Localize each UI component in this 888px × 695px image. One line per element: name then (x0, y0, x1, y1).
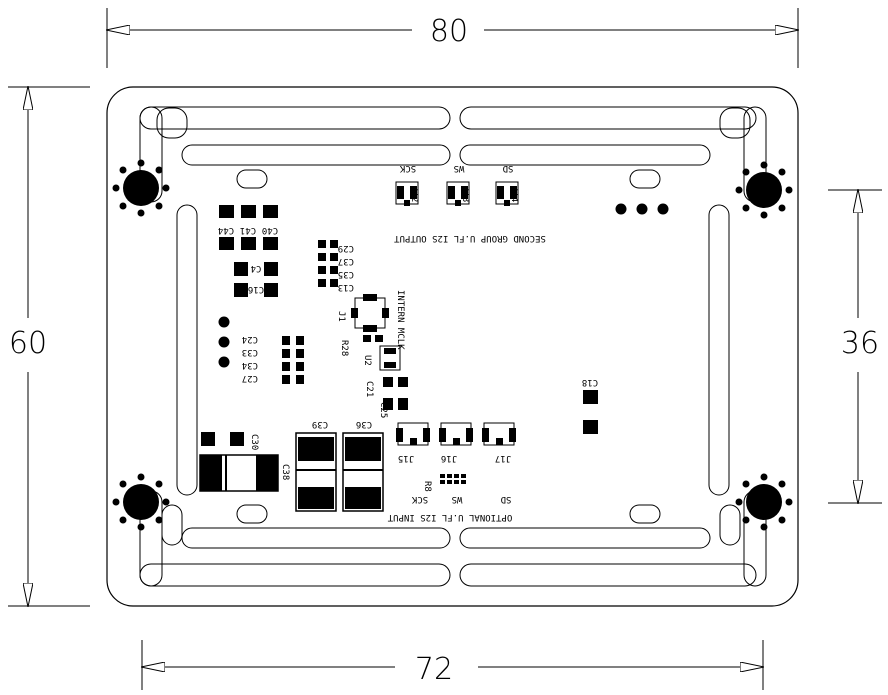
mount-hole-top-left (112, 159, 170, 217)
c18-label: C18 (582, 377, 598, 387)
connector-j14: J14 SD (495, 163, 519, 206)
mount-hole-bottom-left (112, 473, 170, 531)
j12-label: J12 (409, 186, 419, 202)
connector-j16: J16 (439, 422, 473, 463)
bottom-label-sck: SCK (411, 494, 428, 504)
dimension-bottom-label: 72 (415, 652, 453, 687)
j13-label: J13 (460, 186, 470, 202)
via-dot (615, 203, 627, 215)
j14-label: J14 (509, 186, 519, 202)
c38-label: C38 (280, 464, 290, 480)
u2-label: U2 (362, 355, 372, 366)
c39-label: C39 (312, 419, 328, 429)
c39: C39 (295, 419, 337, 512)
via-dot (636, 203, 648, 215)
connector-j12: J12 SCK (395, 163, 419, 206)
dimension-top-label: 80 (430, 14, 468, 49)
board-outline (106, 86, 799, 607)
caps-right-column: C29 C37 C35 C13 (318, 240, 354, 292)
intern-mclk-label: INTERN MCLK (395, 290, 405, 350)
c25-label: C25 (378, 402, 388, 418)
mount-hole-bottom-right (735, 473, 793, 531)
r28-label: R28 (339, 340, 349, 356)
r8: R8 (422, 474, 466, 492)
connector-j13: J13 WS (446, 163, 470, 206)
connector-j17: J17 (482, 422, 516, 463)
optional-input-title: OPTIONAL U.FL I2S INPUT (387, 512, 512, 522)
j16-label: J16 (441, 453, 457, 463)
mclk-area: J1 INTERN MCLK R28 U2 C21 C25 (336, 290, 408, 418)
mount-hole-top-right (735, 161, 793, 219)
j15-label: J15 (398, 453, 414, 463)
input-connectors: J15 J16 J17 (396, 422, 516, 463)
c30-label: C30 (249, 434, 259, 450)
c4-label: C4 (251, 263, 262, 273)
c34-label: C34 (242, 360, 258, 370)
caps-pair: C4 C16 (234, 262, 278, 297)
via-dot (657, 203, 669, 215)
c41-label: C41 (240, 225, 256, 235)
c33-label: C33 (242, 347, 258, 357)
c38: C38 (199, 454, 290, 492)
second-group-title: SECOND GROUP U.FL I2S OUTPUT (394, 233, 546, 243)
c36: C36 (342, 419, 384, 512)
dimension-left (8, 87, 90, 606)
top-label-sd: SD (503, 163, 514, 173)
c27-label: C27 (242, 373, 258, 383)
bottom-label-ws: WS (452, 494, 463, 504)
j1-label: J1 (336, 311, 346, 322)
dimension-right (828, 190, 882, 503)
c44-label: C44 (218, 225, 234, 235)
output-connectors: J12 SCK J13 WS J14 SD (395, 163, 519, 206)
caps-left-column: C24 C33 C34 C27 (242, 334, 304, 384)
dimension-top (107, 8, 798, 68)
top-label-ws: WS (454, 163, 465, 173)
c40-label: C40 (262, 225, 278, 235)
dimension-right-label: 36 (841, 326, 879, 361)
dimension-bottom (142, 640, 763, 690)
c24-label: C24 (242, 334, 258, 344)
c13-label: C13 (338, 282, 354, 292)
j17-label: J17 (495, 453, 511, 463)
bottom-label-sd: SD (501, 494, 512, 504)
r8-label: R8 (422, 481, 432, 492)
c16-label: C16 (248, 284, 264, 294)
dimension-left-label: 60 (9, 326, 47, 361)
top-label-sck: SCK (399, 163, 416, 173)
c35-label: C35 (338, 269, 354, 279)
c37-label: C37 (338, 256, 354, 266)
via-dot (218, 316, 230, 328)
c18: C18 (582, 377, 598, 434)
c36-label: C36 (356, 419, 372, 429)
c29-label: C29 (338, 243, 354, 253)
routing-slots (139, 106, 767, 587)
c30: C30 (201, 432, 259, 450)
cap-row-top: C44 C41 C40 (218, 205, 278, 250)
via-dot (218, 356, 230, 368)
via-dot (218, 336, 230, 348)
mounting-holes (112, 159, 793, 531)
connector-j15: J15 (396, 422, 430, 463)
c21-label: C21 (364, 381, 374, 397)
